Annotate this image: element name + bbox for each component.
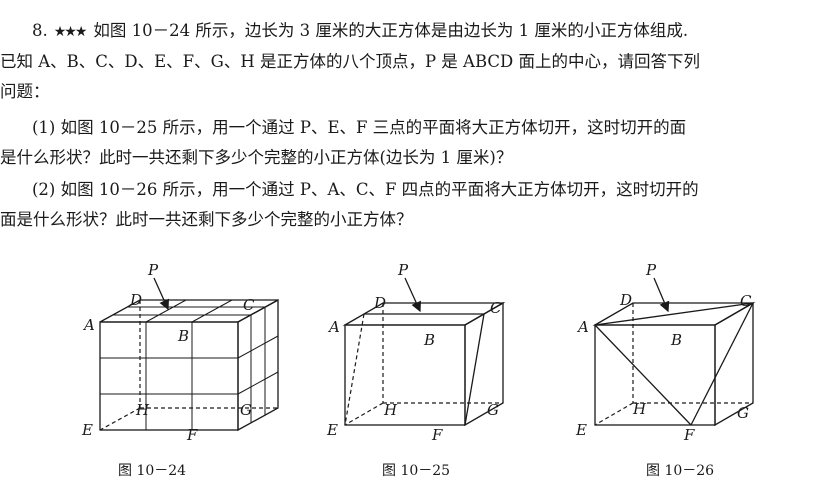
question-2-line-2: 面是什么形状？此时一共还剩下多少个完整的小正方体？	[0, 210, 413, 229]
label-c: C	[740, 292, 752, 310]
label-h: H	[383, 401, 398, 419]
figure-10-26: P A B C D E F G H 图 10－26	[575, 261, 756, 479]
caption-10-25: 图 10－25	[382, 463, 450, 479]
label-p: P	[147, 261, 159, 279]
figure-10-24: P A B C D E F G H 图 10－24	[81, 261, 279, 479]
problem-statement: 8. ★★★ 如图 10－24 所示，边长为 3 厘米的大正方体是由边长为 1 厘米…	[0, 16, 815, 107]
label-p: P	[645, 261, 657, 279]
front-face	[344, 324, 466, 426]
section-diagonal-ac	[594, 302, 754, 326]
problem-line-3: 问题：	[0, 82, 50, 101]
caption-10-26: 图 10－26	[646, 463, 714, 479]
label-f: F	[683, 426, 695, 444]
problem-line-1: 8. ★★★ 如图 10－24 所示，边长为 3 厘米的大正方体是由边长为 1 厘米…	[0, 16, 815, 47]
front-face	[99, 321, 239, 431]
section-right-edge	[464, 313, 485, 426]
label-g: G	[737, 404, 749, 422]
problem-line-2: 已知 A、B、C、D、E、F、G、H 是正方体的八个顶点，P 是 ABCD 面上…	[0, 52, 700, 71]
label-g: G	[240, 401, 252, 419]
question-1: (1) 如图 10－25 所示，用一个通过 P、E、F 三点的平面将大正方体切开…	[0, 113, 815, 173]
label-a: A	[82, 316, 95, 334]
label-b: B	[423, 331, 435, 349]
label-c: C	[243, 296, 255, 314]
section-edge-af	[594, 324, 692, 426]
label-p: P	[397, 261, 409, 279]
label-f: F	[431, 426, 443, 444]
problem-text-1: 如图 10－24 所示，边长为 3 厘米的大正方体是由边长为 1 厘米的小正方体…	[93, 21, 689, 40]
label-e: E	[326, 421, 338, 439]
difficulty-stars-icon: ★★★	[53, 24, 88, 40]
label-h: H	[632, 400, 647, 418]
problem-number: 8.	[32, 21, 48, 40]
label-d: D	[373, 294, 386, 312]
figures: P A B C D E F G H 图 10－24 P A B C D E F …	[81, 261, 756, 479]
label-h: H	[135, 401, 150, 419]
label-d: D	[619, 291, 632, 309]
question-1-line-2: 是什么形状？此时一共还剩下多少个完整的小正方体(边长为 1 厘米)？	[0, 148, 513, 167]
label-c: C	[490, 299, 502, 317]
label-g: G	[487, 401, 499, 419]
question-1-line-1: (1) 如图 10－25 所示，用一个通过 P、E、F 三点的平面将大正方体切开…	[32, 118, 687, 137]
question-2: (2) 如图 10－26 所示，用一个通过 P、A、C、F 四点的平面将大正方体…	[0, 175, 815, 235]
section-edge-cf	[690, 302, 754, 426]
label-d: D	[129, 291, 142, 309]
label-a: A	[327, 318, 340, 336]
question-2-line-1: (2) 如图 10－26 所示，用一个通过 P、A、C、F 四点的平面将大正方体…	[32, 180, 699, 199]
figure-10-25: P A B C D E F G H 图 10－25	[326, 261, 506, 479]
label-a: A	[576, 318, 589, 336]
label-f: F	[186, 426, 198, 444]
label-b: B	[670, 331, 682, 349]
label-e: E	[81, 421, 93, 439]
label-b: B	[177, 327, 189, 345]
label-e: E	[575, 421, 587, 439]
caption-10-24: 图 10－24	[118, 463, 186, 479]
front-face	[594, 324, 716, 426]
